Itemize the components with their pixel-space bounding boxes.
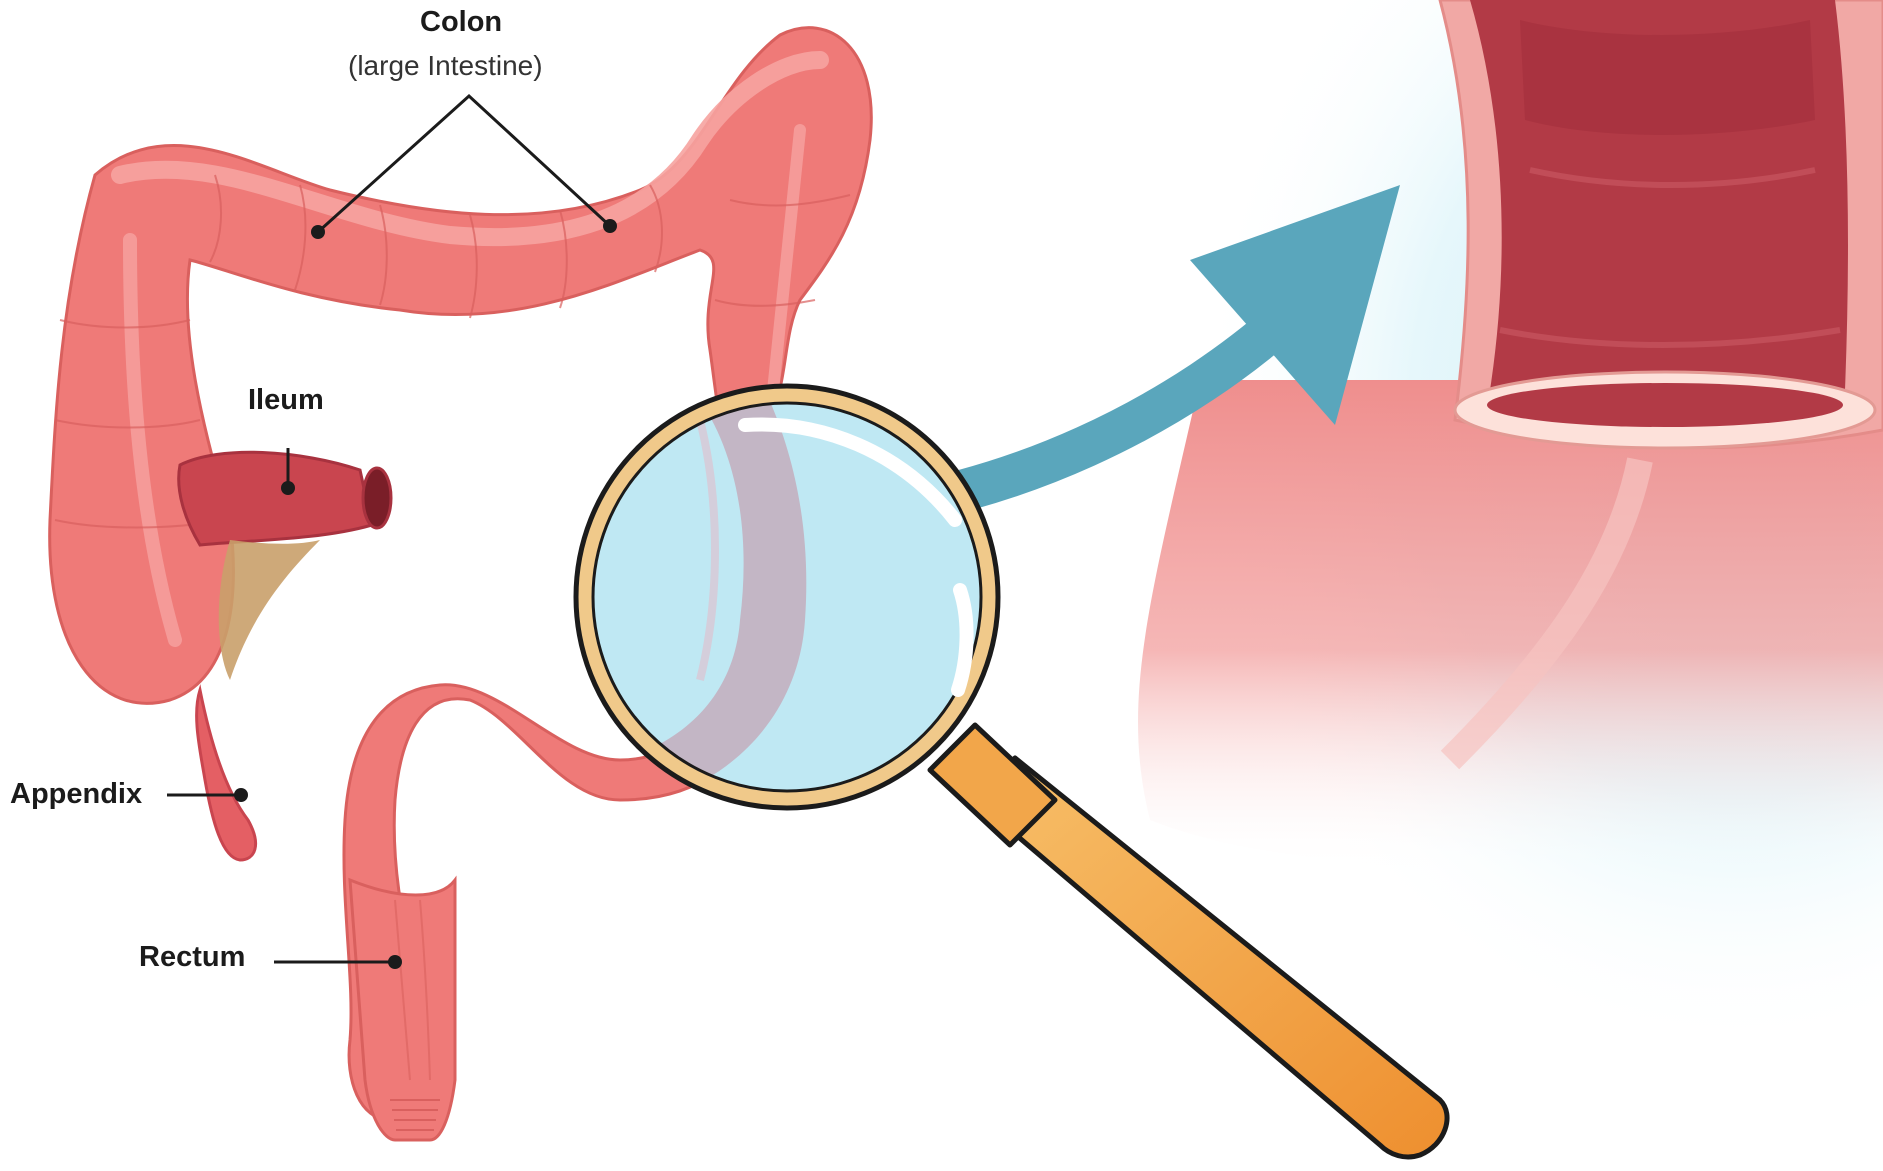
ileum-label: Ileum xyxy=(248,384,324,417)
colon-sublabel: (large Intestine) xyxy=(348,50,543,82)
appendix-label: Appendix xyxy=(10,778,142,811)
colon-label: Colon xyxy=(420,6,502,39)
ileum xyxy=(179,452,372,545)
rectum-label: Rectum xyxy=(139,941,245,974)
mesentery xyxy=(219,540,320,680)
appendix xyxy=(197,690,256,860)
leader-dots xyxy=(234,219,617,969)
